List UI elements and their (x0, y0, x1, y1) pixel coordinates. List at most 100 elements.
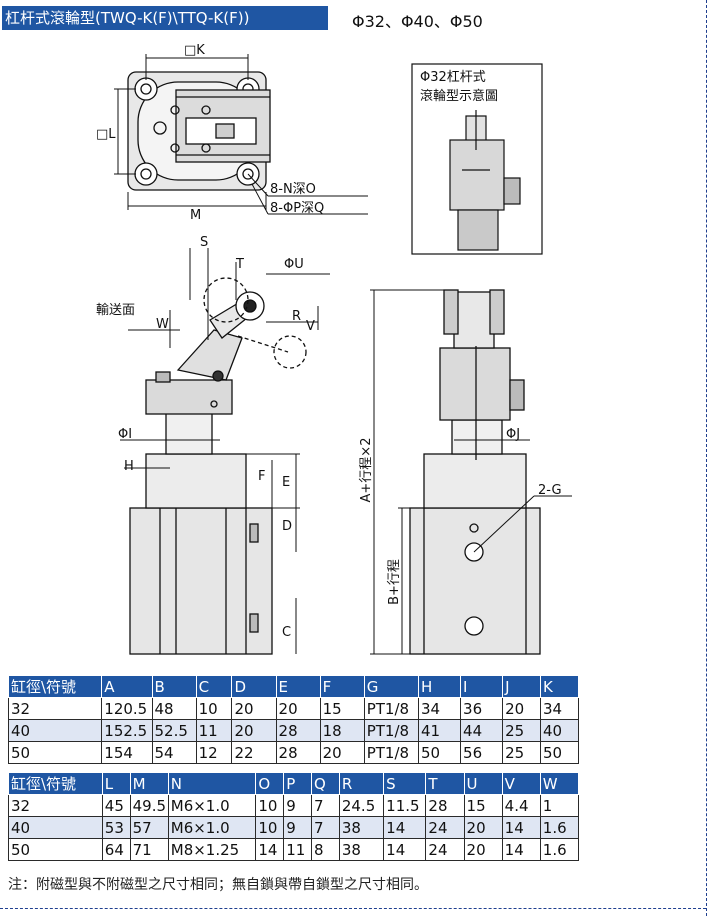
table-header-cell: E (275, 675, 321, 698)
table-cell: M6×1.0 (167, 794, 257, 817)
dimension-table-l-w: 缸徑\符號 L M N O P Q R S T U V W 32 45 49.5… (8, 772, 580, 861)
table-cell: 40 (8, 816, 103, 839)
dim-label-k: □K (184, 43, 205, 58)
table-cell: 14 (255, 838, 285, 861)
table-cell: 152.5 (101, 719, 153, 742)
table-header-cell: G (363, 675, 420, 698)
top-view (114, 54, 368, 215)
table-header-cell: C (195, 675, 233, 698)
inset-title-line2: 滾輪型示意圖 (420, 88, 498, 104)
table-cell: PT1/8 (363, 741, 420, 764)
table-header-cell: P (283, 772, 313, 795)
dim-label-n-depth: 8-N深O (270, 182, 316, 197)
table-row: 50 154 54 12 22 28 20 PT1/8 50 56 25 50 (7, 741, 579, 764)
table-cell: 28 (275, 719, 321, 742)
table-cell: 1.6 (539, 838, 580, 861)
table-cell: 1.6 (539, 816, 580, 839)
dim-label-s: S (200, 235, 208, 250)
table-header-cell: B (151, 675, 197, 698)
table-cell: 11.5 (383, 794, 427, 817)
table-header-cell: I (460, 675, 504, 698)
table-cell: 15 (319, 697, 365, 720)
table-cell: 50 (8, 838, 103, 861)
table-cell: 9 (283, 816, 313, 839)
table-cell: 36 (460, 697, 504, 720)
page-border-bottom (0, 908, 706, 909)
table-cell: 20 (502, 697, 541, 720)
table-cell: M6×1.0 (167, 816, 257, 839)
table-cell: 44 (460, 719, 504, 742)
table-cell: 57 (129, 816, 169, 839)
conveyor-surface-label: 輸送面 (96, 303, 135, 318)
table-cell: 14 (501, 838, 541, 861)
bore-sizes: Φ32、Φ40、Φ50 (352, 12, 483, 31)
table-cell: 25 (502, 741, 541, 764)
inset-title-line1: Φ32杠杆式 (420, 69, 486, 85)
page-title: 杠杆式滾輪型(TWQ-K(F)\TTQ-K(F)) (2, 6, 328, 30)
dim-label-u: ΦU (284, 257, 304, 272)
table-cell: 45 (101, 794, 131, 817)
table-cell: PT1/8 (363, 697, 420, 720)
table-cell: 50 (540, 741, 579, 764)
table-cell: 40 (7, 719, 103, 742)
dim-label-g: 2-G (538, 483, 562, 498)
dim-label-a-stroke: A+行程×2 (359, 438, 374, 503)
dim-label-r: R (292, 309, 301, 324)
table-cell: 12 (195, 741, 233, 764)
table-header-cell: T (425, 772, 465, 795)
table-cell: 49.5 (129, 794, 169, 817)
table-cell: 32 (7, 697, 103, 720)
table-header-cell: R (338, 772, 385, 795)
table-cell: 25 (502, 719, 541, 742)
table-cell: 20 (231, 719, 277, 742)
table-cell: 20 (463, 838, 503, 861)
table-cell: 11 (283, 838, 313, 861)
dim-label-b-stroke: B+行程 (387, 559, 402, 605)
table-cell: M8×1.25 (167, 838, 257, 861)
table-header-cell: A (101, 675, 153, 698)
dim-label-m: M (190, 208, 201, 223)
table-cell: 22 (231, 741, 277, 764)
table-cell: 15 (463, 794, 503, 817)
table-row: 32 120.5 48 10 20 20 15 PT1/8 34 36 20 3… (7, 697, 579, 720)
dim-label-d: D (282, 519, 292, 534)
table-cell: 38 (338, 816, 385, 839)
table-row: 50 64 71 M8×1.25 14 11 8 38 14 24 20 14 … (8, 838, 580, 861)
side-view (370, 289, 572, 655)
dim-label-w: W (156, 317, 169, 332)
table-cell: 10 (255, 816, 285, 839)
table-cell: 56 (460, 741, 504, 764)
table-header-cell: V (501, 772, 541, 795)
dim-label-j: ΦJ (506, 427, 520, 442)
table-cell: 53 (101, 816, 131, 839)
table-cell: 7 (311, 794, 340, 817)
table-header-row: 缸徑\符號 A B C D E F G H I J K (7, 675, 579, 698)
table-header-cell: N (167, 772, 257, 795)
table-cell: 34 (418, 697, 462, 720)
table-header-cell: L (101, 772, 131, 795)
inset-box (411, 63, 543, 255)
table-cell: 50 (7, 741, 103, 764)
table-cell: 24 (425, 816, 465, 839)
table-header-cell: U (463, 772, 503, 795)
table-cell: 50 (418, 741, 462, 764)
table-header-row: 缸徑\符號 L M N O P Q R S T U V W (8, 772, 580, 795)
table-row: 40 152.5 52.5 11 20 28 18 PT1/8 41 44 25… (7, 719, 579, 742)
table-header-cell: K (540, 675, 579, 698)
dim-label-e: E (282, 475, 290, 490)
table-cell: 41 (418, 719, 462, 742)
dim-label-c: C (282, 625, 291, 640)
table-cell: 154 (101, 741, 153, 764)
page-border-right (706, 0, 707, 916)
table-cell: 71 (129, 838, 169, 861)
table-cell: PT1/8 (363, 719, 420, 742)
dim-label-p-depth: 8-ΦP深Q (270, 201, 324, 216)
table-header-cell: F (319, 675, 365, 698)
table-cell: 10 (255, 794, 285, 817)
table-cell: 20 (463, 816, 503, 839)
table-cell: 20 (231, 697, 277, 720)
table-cell: 28 (425, 794, 465, 817)
table-cell: 38 (338, 838, 385, 861)
technical-drawing: □K □L M 8-N深O 8-ΦP深Q Φ32杠杆式 滾輪型示意圖 (96, 43, 572, 655)
table-cell: 54 (151, 741, 197, 764)
